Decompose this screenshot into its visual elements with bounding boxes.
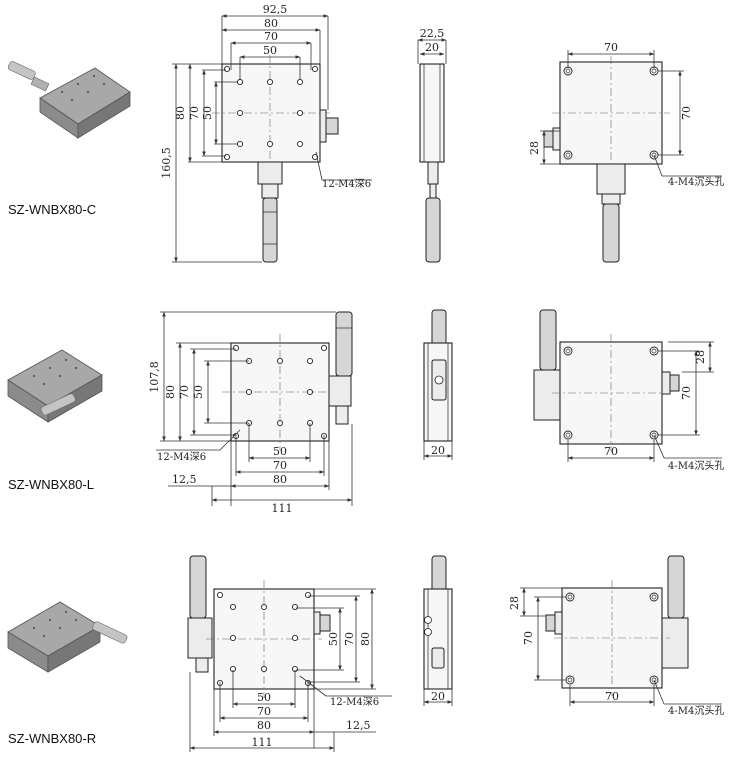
c-dim-70-w: 70 [264,30,278,43]
model-label-c: SZ-WNBX80-C [8,202,97,217]
r-top-width-dims [189,670,376,752]
c-side-dim-22-5: 22,5 [420,27,445,40]
r-bottom-height: 70 [522,631,535,645]
l-bottom-height: 70 [680,386,693,400]
r-bottom-width: 70 [605,690,619,703]
l-dim-107-8: 107,8 [148,361,161,393]
l-top-width-dims [168,423,353,506]
r-bottom-view [520,555,722,706]
l-dim-80-w: 80 [273,473,287,486]
c-bottom-view [540,50,722,263]
r-dim-12-5: 12,5 [346,719,371,732]
r-dim-80-h: 80 [359,632,372,646]
l-top-height-dims [160,311,336,442]
l-dim-12-5: 12,5 [172,473,197,486]
l-dim-111: 111 [272,502,293,515]
c-dim-80-w: 80 [264,17,278,30]
l-hole-note: 12-M4深6 [157,451,206,463]
r-dim-80-w: 80 [257,719,271,732]
c-dim-80-h: 80 [174,106,187,120]
r-top-view [187,555,331,698]
c-dim-50-h: 50 [201,106,214,120]
l-dim-50-w: 50 [273,445,287,458]
r-bottom-hole-note: 4-M4沉头孔 [668,704,724,717]
l-side-view [423,309,453,460]
model-label-l: SZ-WNBX80-L [8,477,94,492]
l-dim-50-h: 50 [192,385,205,399]
r-dim-111: 111 [252,736,273,749]
r-bottom-offset: 28 [508,596,521,610]
c-bottom-offset: 28 [528,141,541,155]
c-dim-160-5: 160,5 [160,147,173,179]
c-dim-70-h: 70 [188,106,201,120]
product-photo-r [7,601,128,673]
l-bottom-hole-note: 4-M4沉头孔 [668,459,724,472]
r-side-view [423,555,453,706]
l-bottom-offset: 28 [694,350,707,364]
r-dim-50-w: 50 [257,691,271,704]
c-side-dim-20: 20 [425,41,439,54]
c-bottom-hole-note: 4-M4沉头孔 [668,175,724,188]
l-bottom-width: 70 [604,445,618,458]
r-dim-70-w: 70 [257,705,271,718]
r-top-height-dims [296,588,376,690]
c-hole-leader [315,151,323,181]
l-side-dim-20: 20 [431,444,445,457]
l-dim-70-h: 70 [178,385,191,399]
r-dim-70-h: 70 [343,632,356,646]
c-top-view [212,55,339,263]
c-hole-note: 12-M4深6 [322,178,371,190]
c-bottom-height: 70 [680,106,693,120]
l-dim-80-h: 80 [164,385,177,399]
c-dim-50-w: 50 [263,44,277,57]
c-dim-92-5: 92,5 [263,3,288,16]
model-label-r: SZ-WNBX80-R [8,731,97,746]
r-side-dim-20: 20 [431,690,445,703]
c-bottom-width: 70 [604,41,618,54]
r-hole-note: 12-M4深6 [330,696,379,708]
l-top-view [222,311,353,450]
l-dim-70-w: 70 [273,459,287,472]
product-photo-l [7,349,103,423]
product-photo-c [7,61,131,139]
r-dim-50-h: 50 [327,632,340,646]
l-bottom-view [533,309,722,462]
c-top-height-dims [172,63,262,263]
c-side-view [417,38,447,263]
c-top-width-dims [221,14,329,110]
